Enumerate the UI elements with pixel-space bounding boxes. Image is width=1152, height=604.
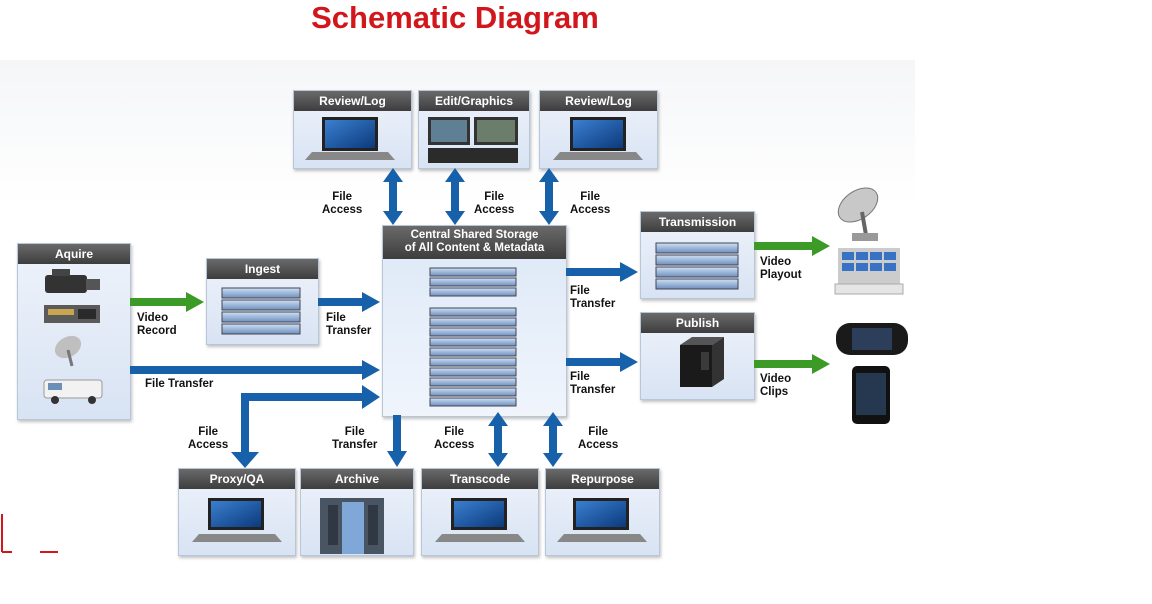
video-camera-icon xyxy=(45,269,100,293)
connector-arrows xyxy=(130,168,830,468)
arrow-blue xyxy=(566,262,638,282)
node-label: Transmission xyxy=(641,212,754,232)
node-label: Review/Log xyxy=(540,91,657,111)
smartphone-icon xyxy=(852,366,890,424)
label-file-transfer: File Transfer xyxy=(332,426,378,451)
broadcast-van-icon xyxy=(43,379,103,404)
monitor-icon xyxy=(305,117,395,160)
node-review-log-1[interactable]: Review/Log xyxy=(293,90,412,169)
rack-unit xyxy=(429,317,517,327)
rack-unit xyxy=(429,267,517,277)
label-file-transfer: File Transfer xyxy=(570,371,616,396)
storage-array-icon xyxy=(429,267,517,407)
arrow-blue xyxy=(566,352,638,372)
label-video-record: Video Record xyxy=(137,312,177,337)
label-file-transfer: File Transfer xyxy=(570,285,616,310)
monitor-icon xyxy=(557,498,647,542)
arrow-blue xyxy=(318,292,380,312)
node-label: Aquire xyxy=(18,244,130,264)
label-file-transfer: File Transfer xyxy=(326,312,372,337)
rack-unit xyxy=(429,287,517,297)
double-arrow xyxy=(445,168,465,225)
satellite-uplink-icon xyxy=(837,187,879,241)
node-label: Publish xyxy=(641,313,754,333)
rack-unit xyxy=(429,327,517,337)
rack-unit xyxy=(429,397,517,407)
label-video-clips: Video Clips xyxy=(760,373,792,398)
label-file-access: File Access xyxy=(188,426,229,451)
label-file-access: File Access xyxy=(434,426,475,451)
page-title: Schematic Diagram xyxy=(311,0,599,35)
storage-cabinet-icon xyxy=(320,498,384,554)
server-rack-icon xyxy=(221,287,301,335)
arrow-green xyxy=(754,236,830,256)
rack-unit xyxy=(429,367,517,377)
monitor-icon xyxy=(192,498,282,542)
rack-unit xyxy=(429,337,517,347)
arrow-green xyxy=(130,292,204,312)
rack-unit xyxy=(429,387,517,397)
label-file-access: File Access xyxy=(578,426,619,451)
corner-mark xyxy=(1,514,58,553)
rack-unit xyxy=(429,347,517,357)
label-file-access: File Access xyxy=(474,191,515,216)
handheld-console-icon xyxy=(836,323,908,355)
rack-unit xyxy=(429,377,517,387)
arrow-blue xyxy=(231,385,380,468)
node-label: Proxy/QA xyxy=(179,469,295,489)
double-arrow xyxy=(543,412,563,467)
double-arrow xyxy=(488,412,508,467)
arrow-blue xyxy=(130,360,380,380)
video-wall-icon xyxy=(834,248,904,295)
double-arrow xyxy=(383,168,403,225)
node-label: Review/Log xyxy=(294,91,411,111)
label-file-access: File Access xyxy=(570,191,611,216)
node-label: Ingest xyxy=(207,259,318,279)
rack-unit xyxy=(429,307,517,317)
node-label: Edit/Graphics xyxy=(419,91,529,111)
monitor-icon xyxy=(553,117,643,160)
monitor-icon xyxy=(435,498,525,542)
editing-workstation-icon xyxy=(428,117,518,163)
node-label: Archive xyxy=(301,469,413,489)
recorder-deck-icon xyxy=(44,305,100,323)
label-file-transfer: File Transfer xyxy=(145,378,214,390)
server-rack-icon xyxy=(655,242,739,290)
media-server-icon xyxy=(680,337,724,387)
arrow-green xyxy=(754,354,830,374)
arrow-blue xyxy=(387,415,407,467)
node-label: Repurpose xyxy=(546,469,659,489)
rack-unit xyxy=(429,277,517,287)
label-video-playout: Video Playout xyxy=(760,256,802,281)
node-label: Transcode xyxy=(422,469,538,489)
satellite-dish-icon xyxy=(54,335,82,367)
double-arrow xyxy=(539,168,559,225)
label-file-access: File Access xyxy=(322,191,363,216)
rack-unit xyxy=(429,357,517,367)
central-storage-label: Central Shared Storage of All Content & … xyxy=(383,226,566,259)
